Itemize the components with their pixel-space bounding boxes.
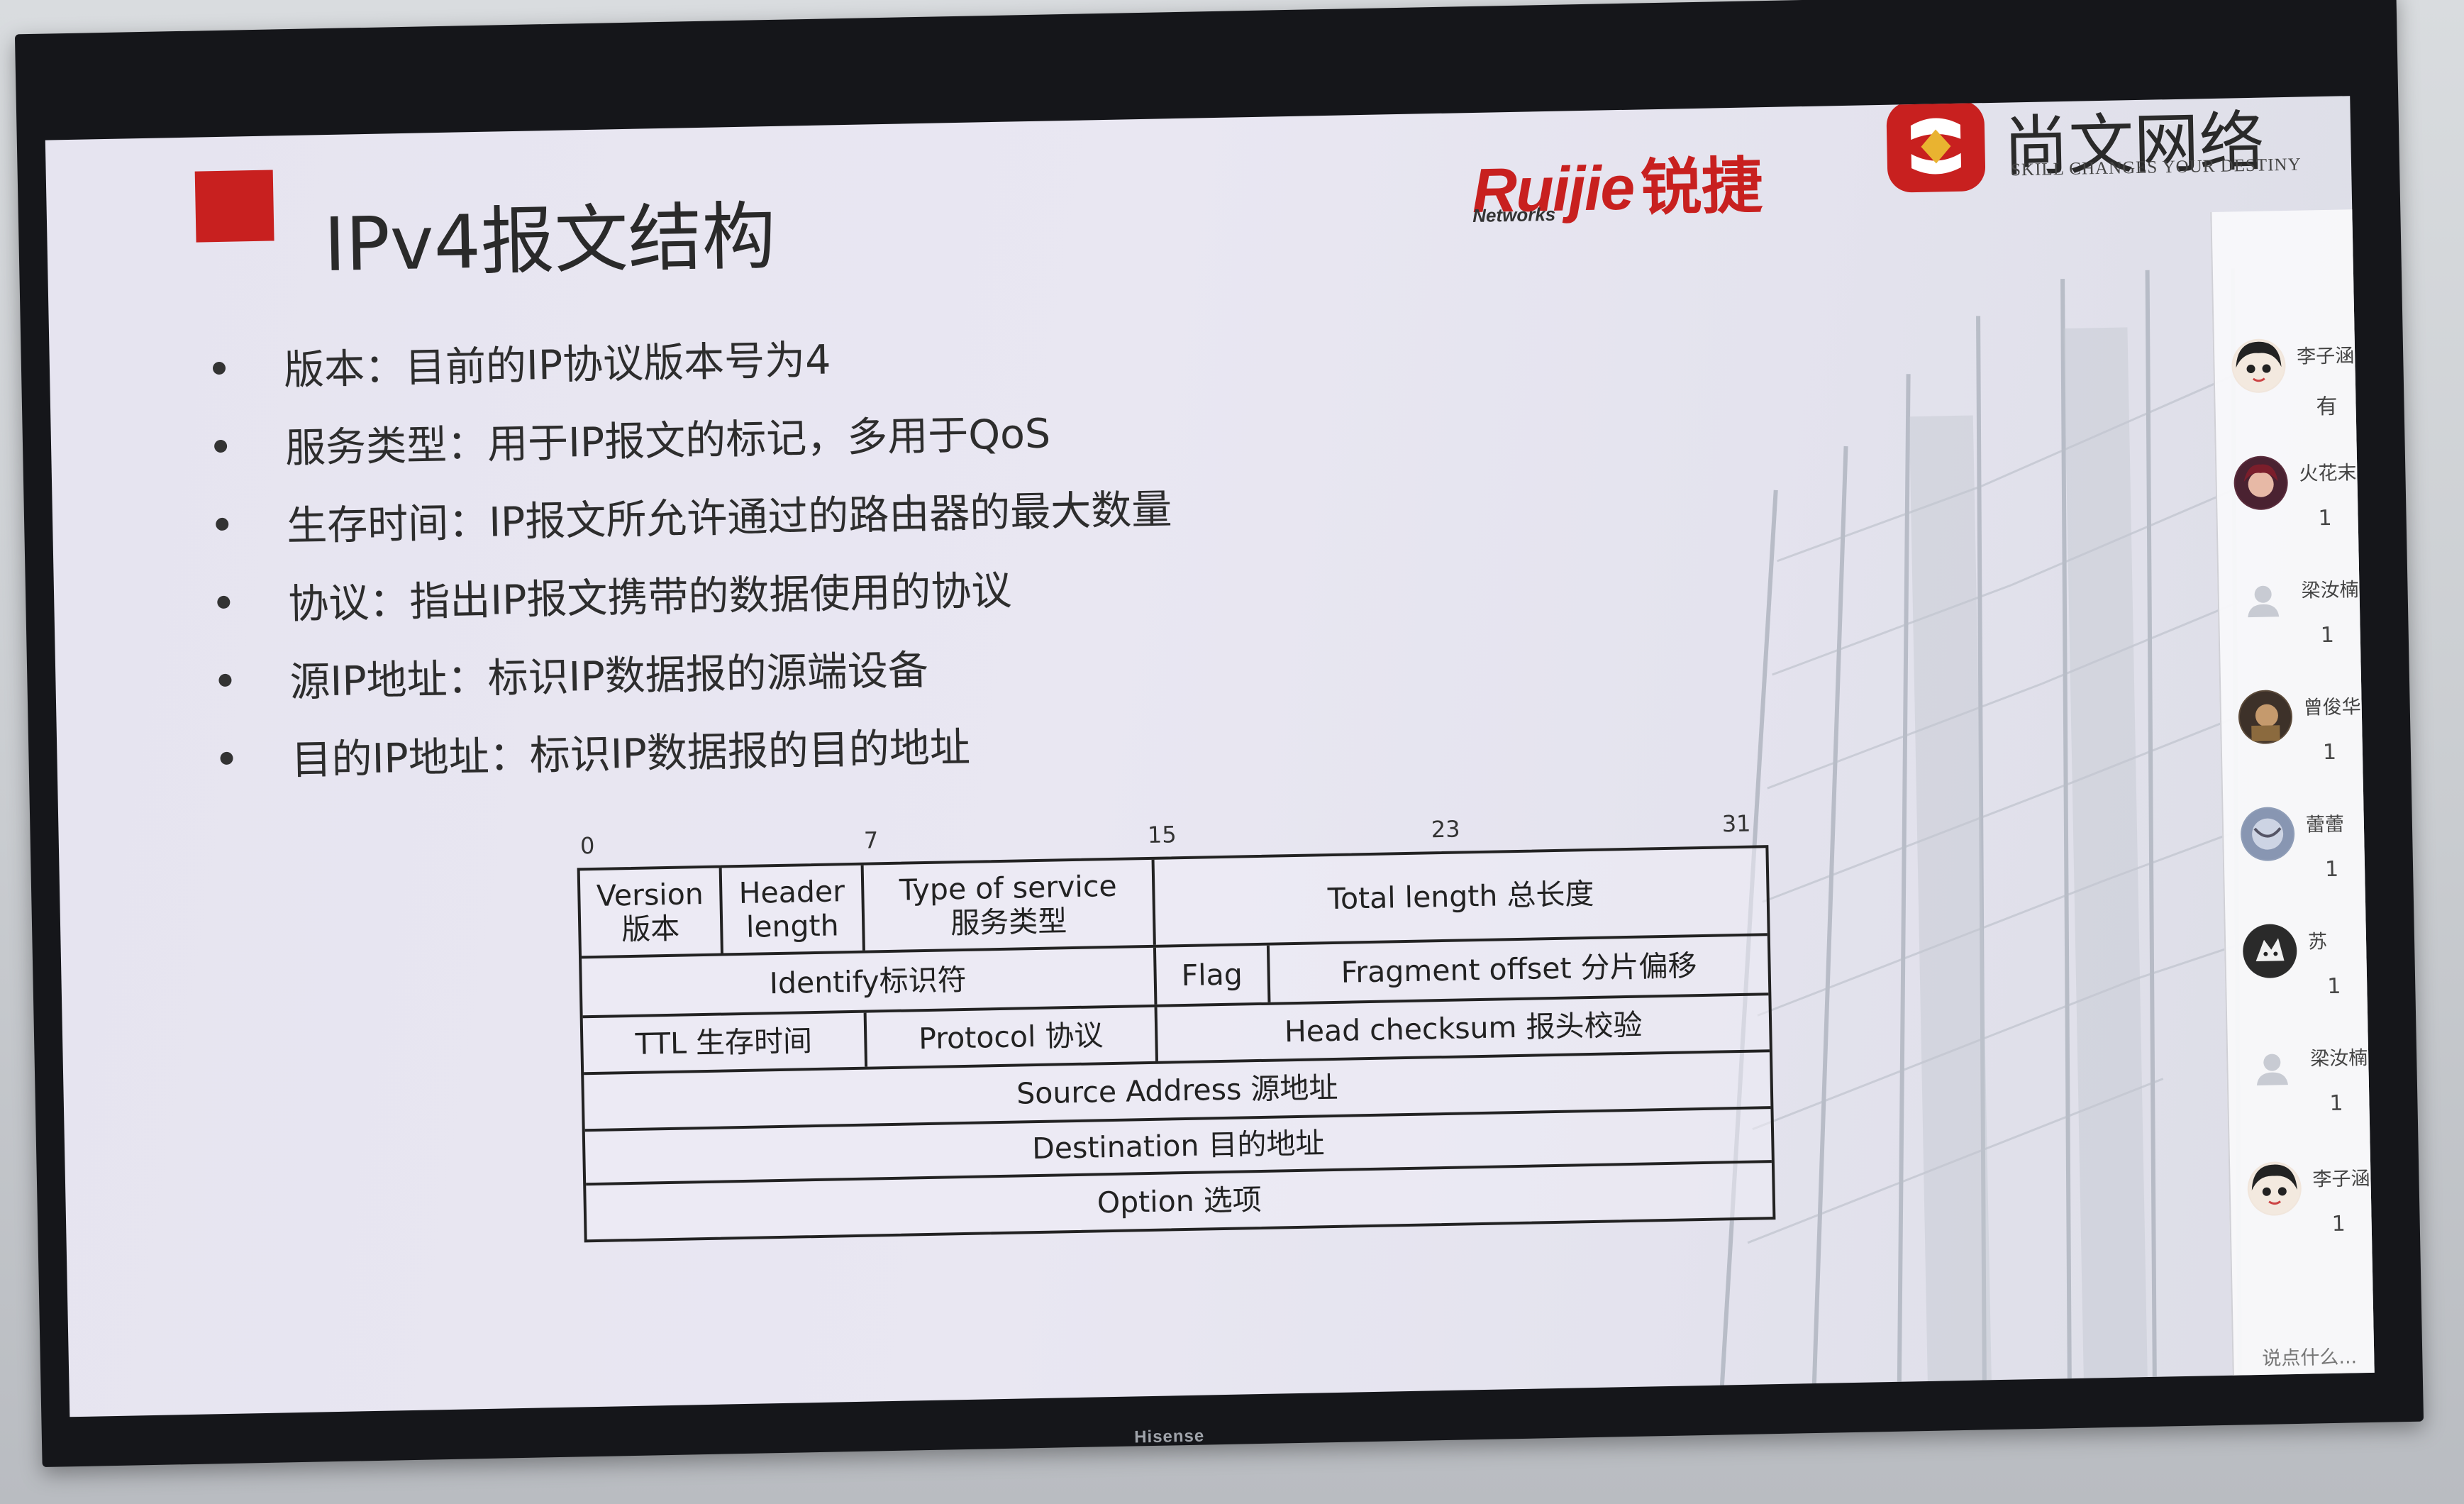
bullet-list: 版本：目前的IP协议版本号为4 服务类型：用于IP报文的标记，多用于QoS 生存… <box>212 336 1172 807</box>
shangwen-logo-icon <box>1886 100 1986 193</box>
chat-message: 火花末夏 1 <box>2233 453 2375 563</box>
user-avatar-icon <box>2239 691 2291 743</box>
chat-message: 李子涵 1 <box>2247 1159 2375 1268</box>
bullet-item: 目的IP地址：标识IP数据报的目的地址 <box>220 724 970 807</box>
user-avatar-icon <box>2242 808 2294 860</box>
default-user-icon <box>2248 585 2280 618</box>
user-avatar-icon <box>2235 457 2287 509</box>
tv-frame: IPv4报文结构 Ruijie锐捷 Networks 尚文网络 SKILL CH… <box>14 0 2424 1468</box>
checksum-cell: Head checksum 报头校验 <box>1284 1007 1643 1049</box>
bullet-dot-icon <box>212 361 226 375</box>
version-cell: Version 版本 <box>579 868 723 956</box>
avatar <box>2238 689 2293 745</box>
presentation-screen: IPv4报文结构 Ruijie锐捷 Networks 尚文网络 SKILL CH… <box>45 96 2375 1417</box>
flag-cell: Flag <box>1155 945 1271 1005</box>
bullet-dot-icon <box>216 517 229 531</box>
ruijie-logo-cn: 锐捷 <box>1640 150 1764 224</box>
chat-message: 苏 1 <box>2242 922 2375 1031</box>
avatar <box>2236 573 2290 627</box>
default-user-icon <box>2256 1054 2288 1086</box>
chat-message: 李子涵 有 <box>2231 336 2375 446</box>
identify-cell: Identify标识符 <box>582 947 1158 1016</box>
bullet-dot-icon <box>218 673 232 687</box>
chat-message: 蕾蕾 1 <box>2240 804 2374 914</box>
avatar <box>2231 338 2287 394</box>
avatar <box>2245 1041 2299 1095</box>
bullet-dot-icon <box>217 595 231 609</box>
avatar <box>2233 455 2289 511</box>
bullet-dot-icon <box>220 751 233 765</box>
chat-message: 梁汝楠 1 <box>2236 570 2375 680</box>
avatar <box>2247 1161 2302 1217</box>
title-accent-block <box>194 170 274 243</box>
total-length-cell: Total length 总长度 <box>1327 876 1594 916</box>
protocol-cell: Protocol 协议 <box>866 1007 1159 1067</box>
bit-mark: 31 <box>1721 809 1751 838</box>
header-length-cell: Header length <box>721 865 865 953</box>
user-avatar-icon <box>2244 925 2296 977</box>
bit-mark: 15 <box>1147 821 1177 848</box>
avatar <box>2242 923 2298 979</box>
ruijie-logo-sub: Networks <box>1472 203 1556 227</box>
user-avatar-icon <box>2248 1163 2300 1215</box>
bullet-item: 版本：目前的IP协议版本号为4 <box>212 336 831 417</box>
bit-mark: 7 <box>863 826 879 854</box>
tos-cell: Type of service 服务类型 <box>863 859 1156 951</box>
avatar <box>2240 806 2295 862</box>
user-avatar-icon <box>2233 340 2285 392</box>
bit-mark: 0 <box>579 831 595 860</box>
ruijie-logo: Ruijie锐捷 Networks <box>1471 136 1763 230</box>
bullet-item: 源IP地址：标识IP数据报的源端设备 <box>218 647 928 729</box>
ttl-cell: TTL 生存时间 <box>582 1012 868 1073</box>
slide-title: IPv4报文结构 <box>323 192 777 289</box>
tv-brand-label: Hisense <box>1133 1426 1205 1447</box>
bullet-dot-icon <box>213 439 228 453</box>
chat-input-placeholder[interactable]: 说点什么... <box>2262 1346 2358 1370</box>
ipv4-header-table: Version 版本 Header length Type of service… <box>577 845 1776 1243</box>
bullet-item: 生存时间：IP报文所允许通过的路由器的最大数量 <box>215 486 1172 573</box>
bullet-item: 服务类型：用于IP报文的标记，多用于QoS <box>213 410 1051 495</box>
chat-panel: 李子涵 有 火花末夏 1 梁汝楠 1 曾俊华 <box>2210 209 2375 1376</box>
bit-mark: 23 <box>1431 815 1460 844</box>
chat-message: 曾俊华 1 <box>2238 687 2374 797</box>
chat-message: 梁汝楠 1 <box>2245 1039 2375 1148</box>
fragment-offset-cell: Fragment offset 分片偏移 <box>1341 948 1697 990</box>
bullet-item: 协议：指出IP报文携带的数据使用的协议 <box>217 568 1012 651</box>
